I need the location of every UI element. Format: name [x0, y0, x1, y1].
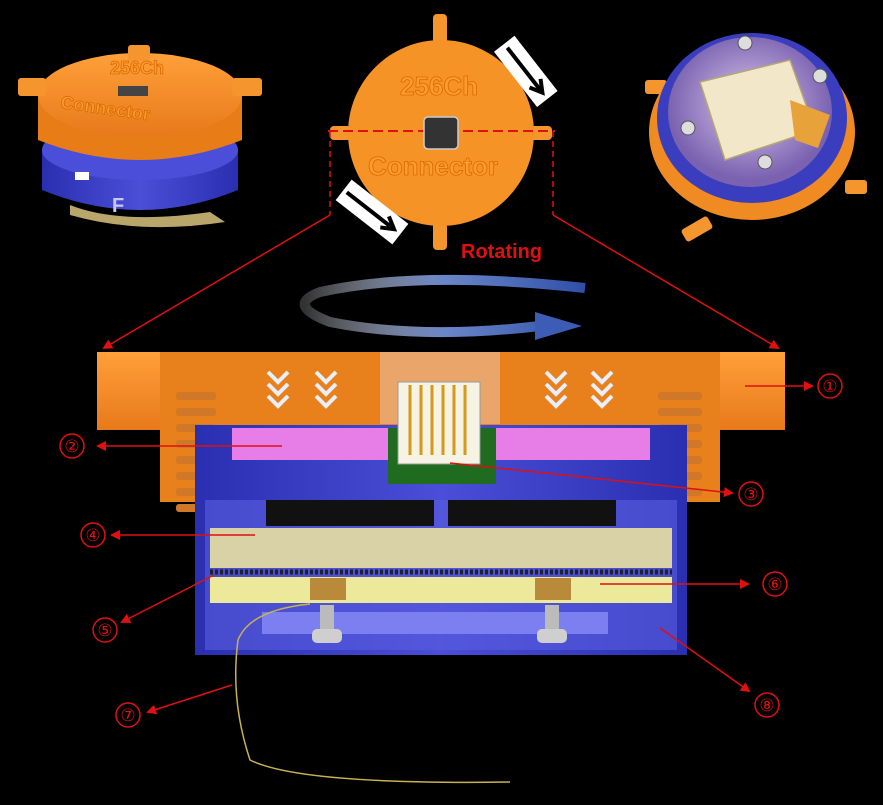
- main-pcb: [210, 528, 672, 568]
- cap-tab-top: [128, 45, 150, 61]
- pins: [408, 385, 467, 455]
- callout-7: ⑦: [115, 702, 141, 728]
- bottom-cavity: [262, 612, 608, 634]
- cap-tab-right: [232, 78, 262, 96]
- cap-tab-left: [18, 78, 46, 96]
- svg-text:③: ③: [743, 485, 758, 504]
- ribbon-cable: [70, 205, 225, 228]
- svg-text:⑦: ⑦: [120, 706, 135, 725]
- callout-8: ⑧: [754, 692, 780, 718]
- screw-1-icon: [737, 35, 753, 51]
- cross-section: [97, 352, 785, 784]
- top-label-line1: 256Ch: [400, 71, 478, 101]
- right-flex-cable: [790, 100, 830, 148]
- callout-6: ⑥: [762, 571, 788, 597]
- board-connector-left: [266, 500, 434, 526]
- rotate-arrow-lower-icon: [335, 179, 409, 245]
- right-tab-2: [845, 180, 867, 194]
- callout-2: ②: [59, 433, 85, 459]
- rotating-label: Rotating: [461, 241, 542, 263]
- right-open-view: [645, 33, 867, 242]
- wire-7: [235, 603, 511, 784]
- rotation-swoosh-icon: [299, 274, 586, 340]
- side-letter: F: [112, 195, 124, 217]
- pin-window: [118, 86, 148, 96]
- top-tab-south: [433, 222, 447, 250]
- screw-right-icon: [537, 605, 567, 643]
- board-connector-right: [448, 500, 616, 526]
- rotate-arrow-upper-icon: [493, 35, 558, 107]
- screw-4-icon: [757, 154, 773, 170]
- section-guides: [102, 131, 780, 350]
- top-tab-north: [433, 14, 447, 44]
- right-tab-1: [681, 216, 713, 242]
- svg-text:①: ①: [822, 377, 837, 396]
- standoff-left: [310, 578, 346, 600]
- yellow-board: [210, 577, 672, 603]
- svg-text:②: ②: [64, 437, 79, 456]
- screw-3-icon: [680, 120, 696, 136]
- svg-text:⑧: ⑧: [759, 696, 774, 715]
- callout-5: ⑤: [92, 617, 118, 643]
- svg-text:⑥: ⑥: [767, 575, 782, 594]
- callout-labels: ① ② ③ ④ ⑤ ⑥ ⑦ ⑧: [59, 373, 843, 728]
- center-pin-array: [423, 116, 459, 150]
- callout-4: ④: [80, 522, 106, 548]
- callout-3: ③: [738, 481, 764, 507]
- screw-2-icon: [812, 68, 828, 84]
- svg-text:④: ④: [85, 526, 100, 545]
- top-label-line2: Connector: [368, 151, 498, 181]
- left-connector-view: F 256Ch Connector: [18, 45, 262, 228]
- top-center-view: 256Ch Connector Rotating: [328, 14, 558, 263]
- callout-1: ①: [817, 373, 843, 399]
- left-label-line1: 256Ch: [110, 58, 164, 78]
- callout-arrows: [96, 381, 814, 715]
- screw-left-icon: [312, 605, 342, 643]
- standoff-right: [535, 578, 571, 600]
- svg-text:⑤: ⑤: [97, 621, 112, 640]
- housing-slot: [75, 172, 89, 180]
- down-chevron-icons: [266, 370, 614, 409]
